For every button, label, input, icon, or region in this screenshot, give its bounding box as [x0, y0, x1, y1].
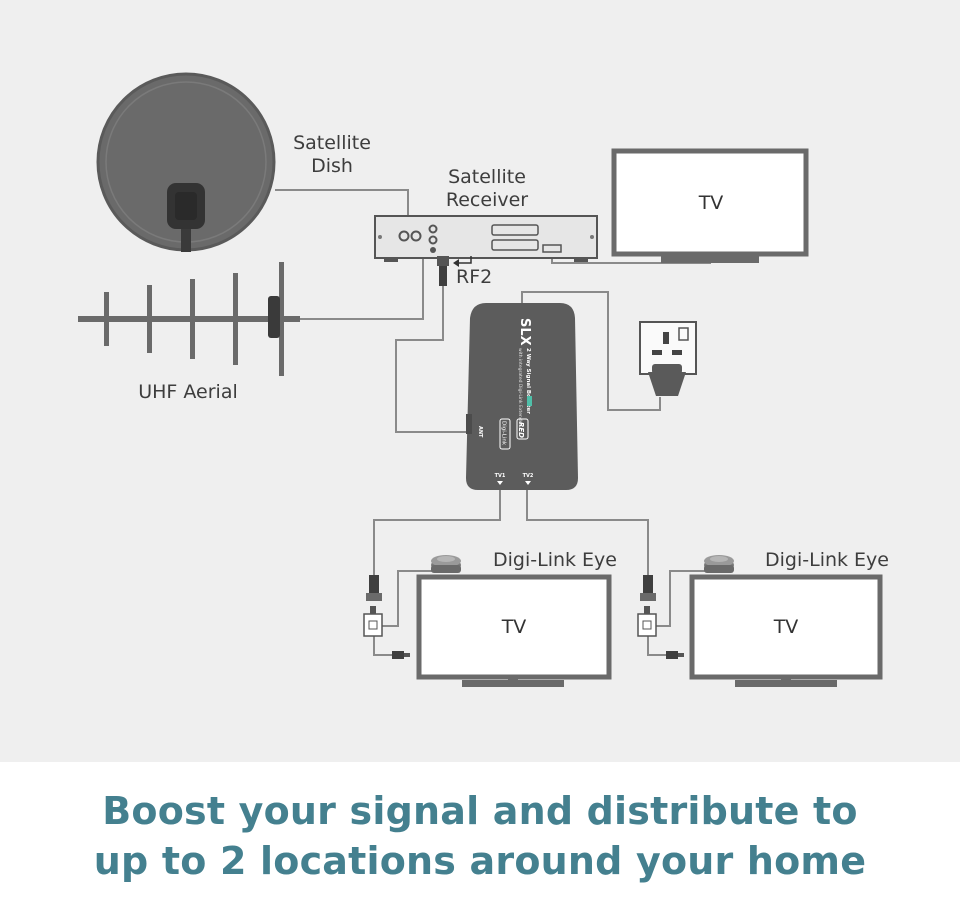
- digi-link-eye-left-icon: [431, 555, 461, 573]
- booster-brand: SLX: [517, 318, 532, 346]
- satellite-receiver-icon: [374, 215, 598, 262]
- rf2-arrow-head-icon: [453, 259, 459, 267]
- rf2-label: RF2: [456, 266, 492, 288]
- connection-diagram: Satellite Dish UHF Aerial Satellite Rece…: [0, 0, 960, 762]
- tv-top-icon: [611, 148, 809, 263]
- cables: [275, 189, 717, 656]
- booster-title: 2 Way Signal Booster: [525, 348, 531, 414]
- tv-top-label: TV: [698, 192, 724, 214]
- caption-line-1: Boost your signal and distribute to: [102, 788, 858, 833]
- digi-link-eye-left-label: Digi-Link Eye: [493, 549, 617, 571]
- booster-badge-digilink: Digi-Link: [501, 421, 507, 446]
- power-cable: [521, 291, 661, 411]
- uhf-aerial-icon: [78, 262, 300, 376]
- left-eye-cable: [381, 570, 444, 627]
- tv1-cable: [373, 490, 501, 575]
- wall-socket-icon: [639, 321, 697, 396]
- booster-subtitle: with integrated Digi-Link Extender: [517, 348, 523, 426]
- tv-bottom-left-icon: [416, 574, 612, 687]
- satellite-receiver-label-2: Receiver: [446, 189, 528, 211]
- dish-cable: [275, 189, 409, 216]
- tv2-cable: [526, 490, 649, 575]
- tv-bottom-left-label: TV: [501, 616, 527, 638]
- tv2-port-arrow-icon: [525, 481, 531, 485]
- left-splitter-plug-icon: [363, 575, 410, 659]
- booster-tv2-label: TV2: [523, 473, 534, 479]
- satellite-dish-icon: [96, 72, 276, 252]
- booster-tv1-label: TV1: [495, 473, 506, 479]
- aerial-cable: [300, 249, 433, 320]
- right-eye-cable: [654, 570, 717, 627]
- signal-booster-icon: [466, 303, 578, 490]
- tv1-port-arrow-icon: [497, 481, 503, 485]
- digi-link-eye-right-label: Digi-Link Eye: [765, 549, 889, 571]
- booster-badge-red: RED: [517, 422, 525, 438]
- tv-bottom-right-icon: [689, 574, 883, 687]
- satellite-receiver-label: Satellite: [448, 166, 526, 188]
- booster-ant-label: ANT: [477, 426, 483, 438]
- rf2-to-booster-cable: [395, 285, 470, 433]
- right-splitter-plug-icon: [637, 575, 684, 659]
- rf2-plug-icon: [437, 256, 449, 286]
- caption-line-2: up to 2 locations around your home: [93, 838, 867, 883]
- uhf-aerial-label: UHF Aerial: [138, 381, 238, 403]
- caption: Boost your signal and distribute to up t…: [0, 762, 960, 909]
- booster-ant-port: ANT: [477, 426, 483, 438]
- diagram-canvas: Satellite Dish UHF Aerial Satellite Rece…: [78, 72, 889, 687]
- satellite-dish-label-2: Dish: [311, 155, 353, 177]
- satellite-dish-label: Satellite: [293, 132, 371, 154]
- booster-badge-group: RED Digi-Link: [499, 418, 529, 450]
- tv-bottom-right-label: TV: [773, 616, 799, 638]
- rf2-arrow: [456, 256, 472, 264]
- right-ir-cable: [647, 636, 666, 656]
- booster-label-group: SLX 2 Way Signal Booster with integrated…: [517, 318, 532, 426]
- digi-link-eye-right-icon: [704, 555, 734, 573]
- left-ir-cable: [373, 636, 392, 656]
- booster-led-icon: [527, 396, 532, 406]
